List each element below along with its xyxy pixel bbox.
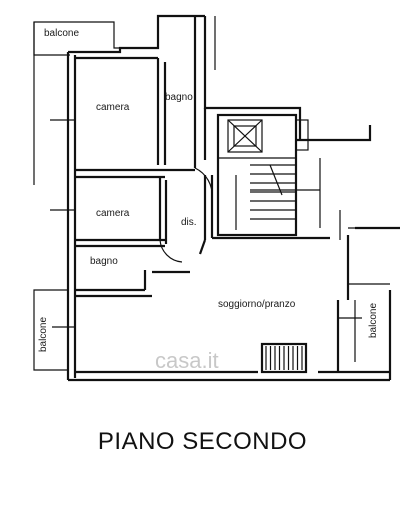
exterior-walls bbox=[66, 14, 400, 382]
room-label-camera-2: camera bbox=[96, 208, 130, 219]
watermark: casa.it bbox=[155, 348, 219, 373]
room-label-balcone-top: balcone bbox=[44, 28, 79, 39]
room-label-balcone-right: balcone bbox=[368, 303, 379, 338]
balcony-left-outline bbox=[33, 289, 68, 371]
window-marks bbox=[50, 119, 362, 328]
room-label-soggiorno: soggiorno/pranzo bbox=[218, 299, 296, 310]
room-label-bagno-1: bagno bbox=[165, 92, 193, 103]
interior-walls bbox=[75, 58, 330, 298]
room-label-bagno-2: bagno bbox=[90, 256, 118, 267]
internal-stair bbox=[260, 342, 308, 374]
room-label-dis: dis. bbox=[181, 217, 197, 228]
neighbour-walls bbox=[214, 16, 400, 240]
stair-core bbox=[216, 113, 320, 237]
balcony-top-outline bbox=[33, 21, 120, 185]
balcony-right-outline bbox=[348, 283, 390, 362]
room-label-camera-1: camera bbox=[96, 102, 130, 113]
door-arcs bbox=[159, 167, 213, 263]
room-label-balcone-left: balcone bbox=[38, 317, 49, 352]
floor-title: PIANO SECONDO bbox=[97, 428, 308, 455]
